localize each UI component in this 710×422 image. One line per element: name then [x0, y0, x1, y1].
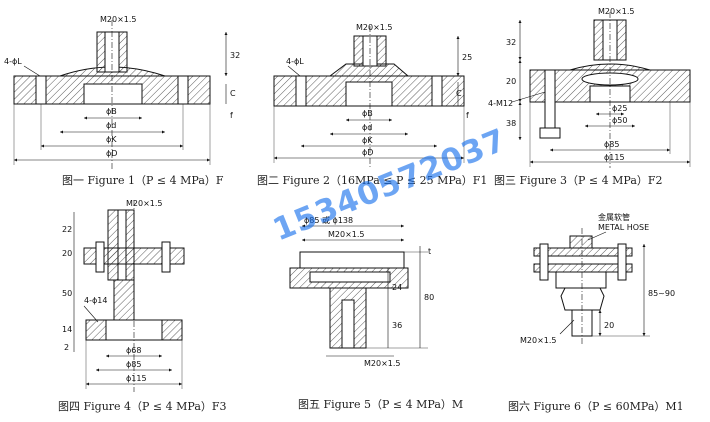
fig4-h2-label: 20 — [62, 249, 72, 258]
fig1-d1-label: ϕB — [106, 107, 117, 116]
fig2-d4-label: ϕD — [362, 148, 373, 157]
fig3-h3-label: 38 — [506, 119, 516, 128]
fig2-h1-label: 25 — [462, 53, 472, 62]
fig5-h1-label: 24 — [392, 283, 402, 292]
fig5-h2-label: 36 — [392, 321, 402, 330]
figure-4-caption: 图四 Figure 4（P ≤ 4 MPa）F3 — [58, 400, 227, 413]
figure-2-drawing — [273, 26, 465, 168]
fig5-h3-label: 80 — [424, 293, 434, 302]
fig2-h3-label: f — [466, 111, 469, 120]
fig3-h2-label: 20 — [506, 77, 516, 86]
fig4-d1-label: ϕ68 — [126, 346, 141, 355]
fig1-d4-label: ϕD — [106, 149, 117, 158]
fig3-thread-label: M20×1.5 — [598, 7, 635, 16]
fig3-d3-label: ϕ85 — [604, 140, 619, 149]
fig4-holes-label: 22 — [62, 225, 72, 234]
fig2-d2-label: ϕd — [362, 123, 372, 132]
fig1-d3-label: ϕK — [106, 135, 117, 144]
figure-6-caption: 图六 Figure 6（P ≤ 60MPa）M1 — [508, 400, 684, 413]
fig2-d3-label: ϕK — [362, 136, 373, 145]
fig1-d2-label: ϕd — [106, 121, 116, 130]
figure-5-caption: 图五 Figure 5（P ≤ 4 MPa）M — [298, 398, 464, 411]
fig3-d2-label: ϕ50 — [612, 116, 627, 125]
figure-6-drawing — [533, 228, 650, 345]
fig2-h2-label: C — [456, 89, 462, 98]
fig4-h4-label: 14 — [62, 325, 72, 334]
fig5-thread-top-label: M20×1.5 — [328, 230, 365, 239]
fig6-h1-label: 85~90 — [648, 289, 675, 298]
fig2-holes-label: 4-ϕL — [286, 57, 304, 66]
fig4-d3-label: ϕ115 — [126, 374, 147, 383]
fig6-thread-label: M20×1.5 — [520, 336, 557, 345]
fig4-thread-label: M20×1.5 — [126, 199, 163, 208]
fig4-h5-label: 2 — [64, 343, 69, 352]
fig6-note-en: METAL HOSE — [598, 223, 649, 232]
fig4-holes-callout: 4-ϕ14 — [84, 296, 107, 305]
fig1-h3-label: f — [230, 111, 233, 120]
fig1-thread-label: M20×1.5 — [100, 15, 137, 24]
fig2-thread-label: M20×1.5 — [356, 23, 393, 32]
fig5-t-label: t — [428, 247, 431, 256]
fig1-h1-label: 32 — [230, 51, 240, 60]
fig6-h2-label: 20 — [604, 321, 614, 330]
fig1-holes-label: 4-ϕL — [4, 57, 22, 66]
fig5-dtop-label: ϕ85 或 ϕ138 — [304, 215, 353, 225]
fig3-d1-label: ϕ25 — [612, 104, 627, 113]
fig3-holes-label: 4-M12 — [488, 99, 513, 108]
figure-3-drawing — [511, 12, 691, 168]
figure-1-drawing — [13, 20, 228, 170]
figure-4-drawing — [73, 200, 185, 392]
fig1-h2-label: C — [230, 89, 236, 98]
fig6-note-cn: 金属软管 — [598, 212, 630, 222]
figure-3-caption: 图三 Figure 3（P ≤ 4 MPa）F2 — [494, 174, 663, 187]
figure-2-caption: 图二 Figure 2（16MPa ≤ P ≤ 25 MPa）F1 — [257, 174, 488, 187]
figure-1-caption: 图一 Figure 1（P ≤ 4 MPa）F — [62, 174, 224, 187]
fig3-d4-label: ϕ115 — [604, 153, 625, 162]
fig5-thread-bottom-label: M20×1.5 — [364, 359, 401, 368]
fig4-d2-label: ϕ85 — [126, 360, 141, 369]
fig4-h3-label: 50 — [62, 289, 72, 298]
fig2-d1-label: ϕB — [362, 109, 373, 118]
fig3-h1-label: 32 — [506, 38, 516, 47]
figure-5-drawing — [289, 224, 428, 357]
